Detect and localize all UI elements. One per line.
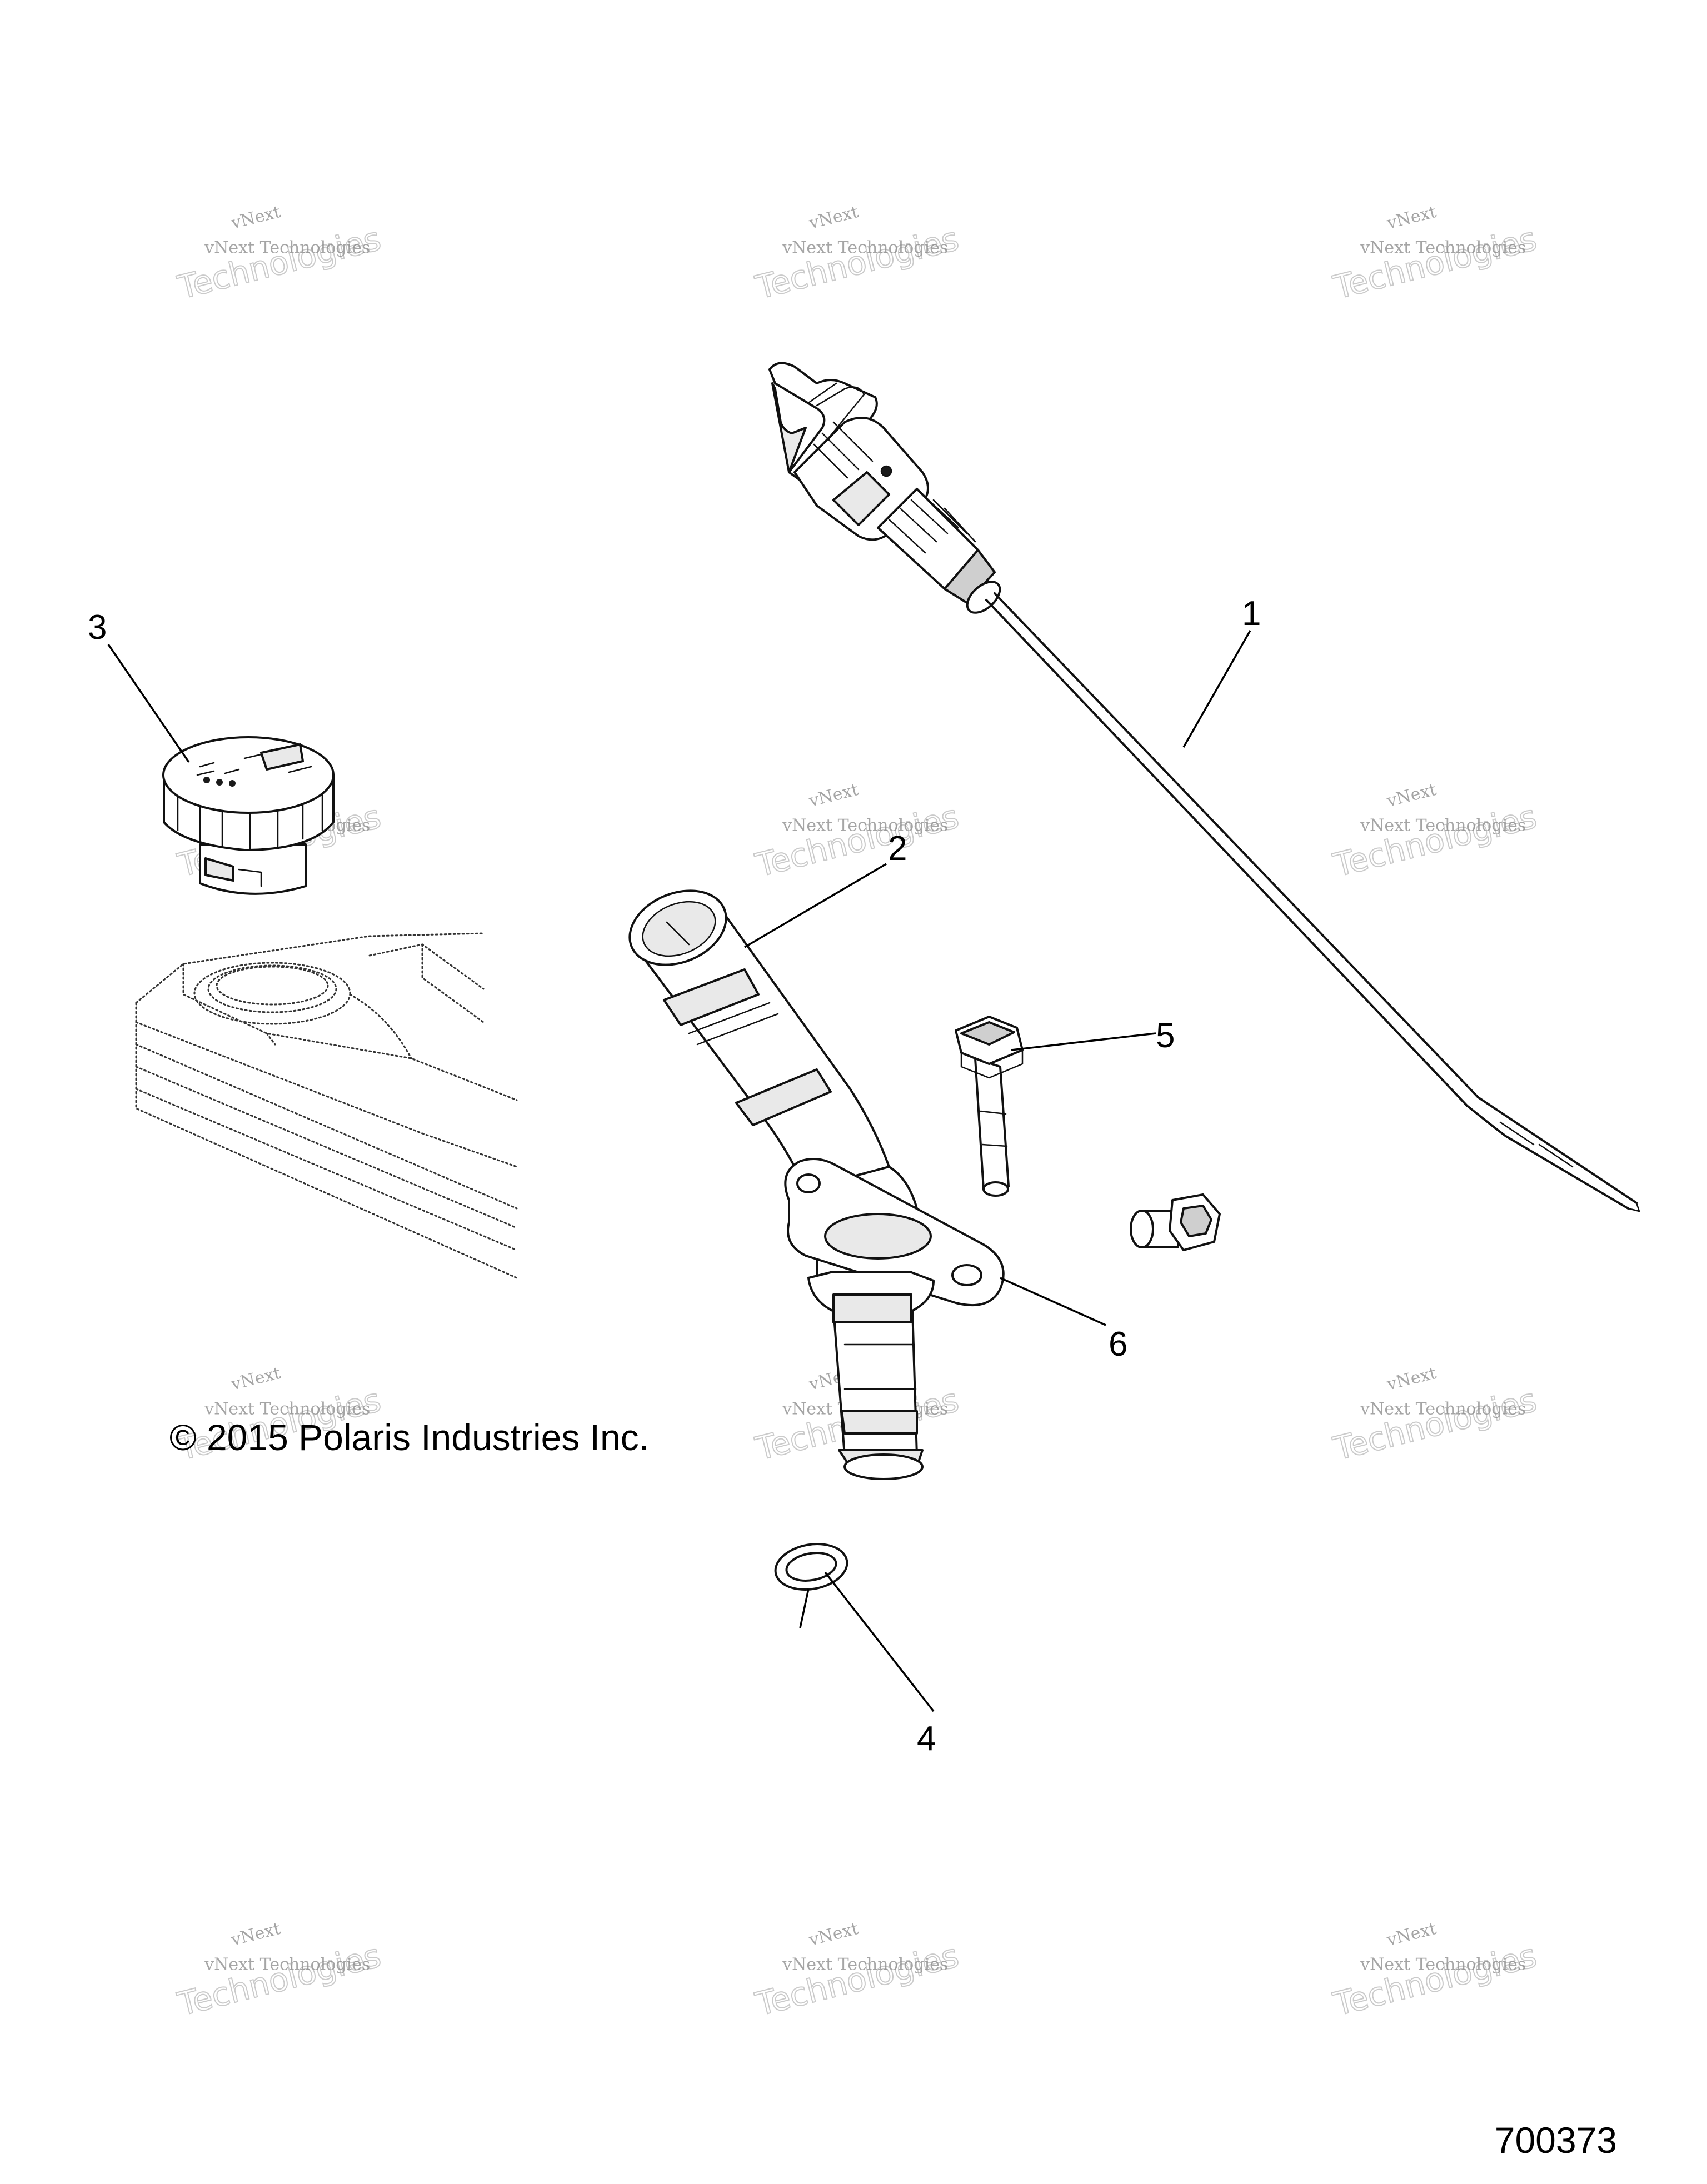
svg-text:vNext: vNext [1385, 1363, 1439, 1395]
watermark-12: Technologies vNext vNext Technologies [1329, 1919, 1541, 2024]
leader-2 [744, 863, 887, 948]
svg-text:vNext Technologies: vNext Technologies [782, 1955, 948, 1974]
fill-tube-part-2 [628, 889, 1005, 1480]
callout-5: 5 [1156, 1017, 1175, 1055]
watermark-6: Technologies vNext vNext Technologies [1329, 780, 1541, 885]
leader-4-tail [799, 1588, 810, 1628]
svg-text:vNext Technologies: vNext Technologies [1360, 1399, 1526, 1418]
copyright-notice: © 2015 Polaris Industries Inc. [169, 1417, 649, 1458]
svg-text:Technologies: Technologies [752, 219, 962, 306]
svg-text:vNext: vNext [229, 1363, 283, 1395]
bolt-lower [1130, 1193, 1221, 1251]
svg-text:vNext Technologies: vNext Technologies [782, 816, 948, 835]
svg-text:Technologies: Technologies [174, 219, 385, 306]
svg-text:Technologies: Technologies [1330, 219, 1540, 306]
watermark-1: Technologies vNext vNext Technologies [173, 202, 385, 307]
bolt-upper-part-5 [955, 1016, 1024, 1197]
dipstick-part-1 [768, 362, 1640, 1212]
leader-4 [824, 1571, 935, 1712]
svg-text:Technologies: Technologies [752, 797, 962, 884]
svg-text:Technologies: Technologies [1330, 1936, 1540, 2023]
callout-2: 2 [888, 829, 907, 868]
svg-text:vNext Technologies: vNext Technologies [204, 1955, 370, 1974]
callout-3: 3 [88, 608, 107, 647]
svg-text:vNext Technologies: vNext Technologies [1360, 238, 1526, 257]
svg-text:vNext: vNext [1385, 780, 1439, 811]
svg-text:Technologies: Technologies [752, 1936, 962, 2023]
watermark-2: Technologies vNext vNext Technologies [751, 202, 963, 307]
leader-6 [1000, 1277, 1106, 1326]
valve-cover-reference [135, 932, 518, 1279]
o-ring-part-4 [774, 1543, 848, 1591]
svg-text:vNext Technologies: vNext Technologies [782, 238, 948, 257]
svg-text:vNext: vNext [807, 202, 861, 233]
svg-text:vNext: vNext [229, 202, 283, 233]
leader-1 [1182, 630, 1251, 748]
watermark-11: Technologies vNext vNext Technologies [751, 1919, 963, 2024]
svg-text:Technologies: Technologies [1330, 797, 1540, 884]
watermark-3: Technologies vNext vNext Technologies [1329, 202, 1541, 307]
svg-text:vNext Technologies: vNext Technologies [204, 1399, 370, 1418]
svg-text:vNext: vNext [1385, 1919, 1439, 1950]
svg-text:vNext Technologies: vNext Technologies [204, 238, 370, 257]
watermark-5: Technologies vNext vNext Technologies [751, 780, 963, 885]
svg-text:Technologies: Technologies [174, 1936, 385, 2023]
callout-1: 1 [1242, 594, 1261, 633]
svg-text:vNext: vNext [807, 1919, 861, 1950]
svg-text:vNext: vNext [229, 1919, 283, 1950]
leader-5 [1011, 1032, 1156, 1051]
watermark-9: Technologies vNext vNext Technologies [1329, 1363, 1541, 1468]
watermark-10: Technologies vNext vNext Technologies [173, 1919, 385, 2024]
callout-6: 6 [1109, 1325, 1127, 1363]
filler-cap-part-3 [162, 736, 335, 895]
svg-text:vNext: vNext [807, 780, 861, 811]
leader-3 [107, 644, 190, 763]
svg-text:vNext Technologies: vNext Technologies [1360, 1955, 1526, 1974]
callout-4: 4 [917, 1720, 936, 1758]
svg-text:vNext: vNext [1385, 202, 1439, 233]
svg-text:Technologies: Technologies [1330, 1381, 1540, 1467]
figure-number: 700373 [1495, 2120, 1617, 2161]
svg-text:vNext Technologies: vNext Technologies [1360, 816, 1526, 835]
